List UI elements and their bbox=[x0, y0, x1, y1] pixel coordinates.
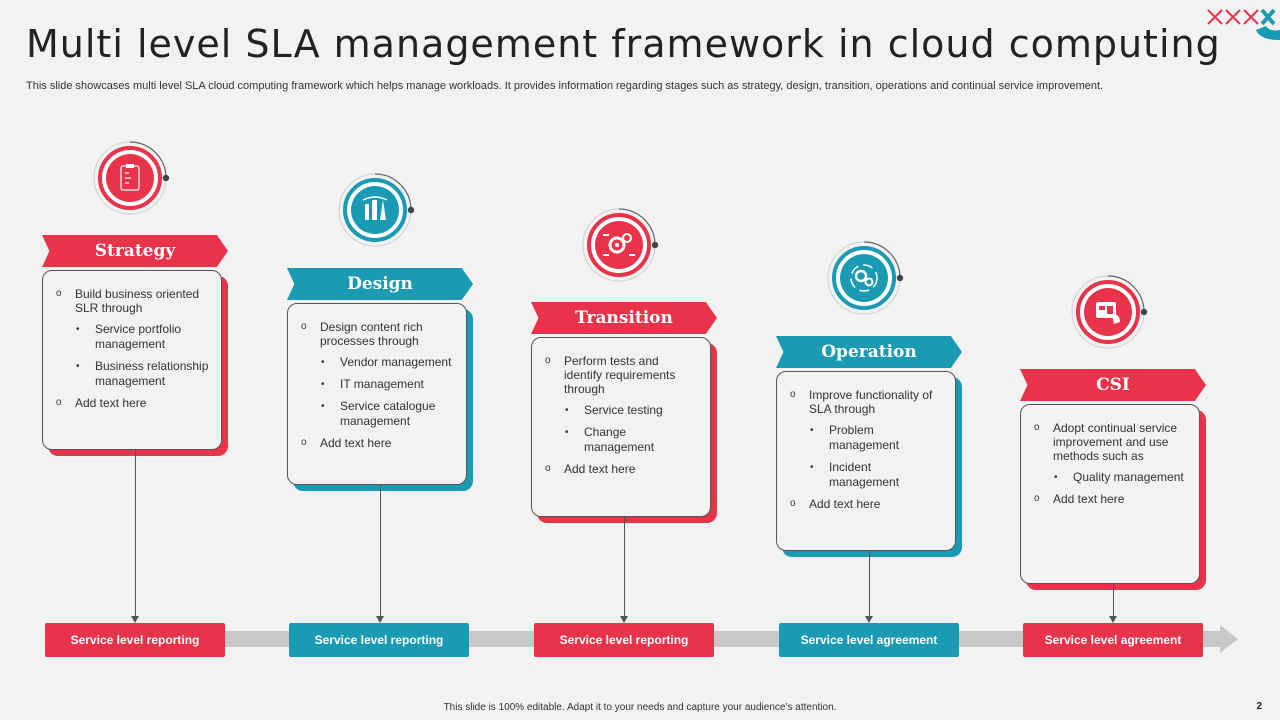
card-list-item: Improve functionality of SLA through bbox=[777, 388, 943, 416]
card-list-item: Add text here bbox=[288, 436, 454, 450]
dashboard-hand-icon bbox=[1071, 275, 1148, 349]
card-list-item: Design content rich processes through bbox=[288, 320, 454, 348]
connector-arrowhead bbox=[376, 616, 384, 623]
connector-line bbox=[380, 485, 381, 617]
card-list-item: Add text here bbox=[532, 462, 698, 476]
stage-details-card: Build business oriented SLR throughServi… bbox=[42, 270, 222, 450]
stage-title-banner: Design bbox=[287, 268, 473, 300]
stage-details-card: Adopt continual service improvement and … bbox=[1020, 404, 1200, 584]
card-sub-list-item: Service testing bbox=[532, 403, 698, 418]
stage-icon-badge bbox=[581, 203, 665, 287]
clipboard-icon bbox=[93, 141, 170, 215]
card-list-item: Adopt continual service improvement and … bbox=[1021, 421, 1187, 463]
connector-arrowhead bbox=[1109, 616, 1117, 623]
design-tools-icon bbox=[338, 173, 415, 247]
page-subtitle: This slide showcases multi level SLA clo… bbox=[26, 80, 1104, 92]
page-number: 2 bbox=[1256, 701, 1262, 712]
service-level-label: Service level reporting bbox=[289, 623, 469, 657]
connector-line bbox=[1113, 584, 1114, 617]
stage-details-card: Design content rich processes throughVen… bbox=[287, 303, 467, 485]
card-sub-list-item: Business relationship management bbox=[43, 359, 209, 389]
stage-details-card: Improve functionality of SLA throughProb… bbox=[776, 371, 956, 551]
card-sub-list-item: IT management bbox=[288, 377, 454, 392]
stage-icon-badge bbox=[826, 236, 910, 320]
stage-title-banner: CSI bbox=[1020, 369, 1206, 401]
connector-arrowhead bbox=[131, 616, 139, 623]
connector-arrowhead bbox=[865, 616, 873, 623]
stage-title-banner: Transition bbox=[531, 302, 717, 334]
page-title: Multi level SLA management framework in … bbox=[26, 22, 1221, 66]
stage-details-card: Perform tests and identify requirements … bbox=[531, 337, 711, 517]
service-level-label: Service level reporting bbox=[534, 623, 714, 657]
timeline-arrowhead bbox=[1220, 625, 1238, 653]
stage-icon-badge bbox=[92, 136, 176, 220]
card-sub-list-item: Quality management bbox=[1021, 470, 1187, 485]
card-list-item: Add text here bbox=[777, 497, 943, 511]
card-list-item: Perform tests and identify requirements … bbox=[532, 354, 698, 396]
connector-arrowhead bbox=[620, 616, 628, 623]
footer-note: This slide is 100% editable. Adapt it to… bbox=[443, 702, 837, 713]
stage-title-banner: Strategy bbox=[42, 235, 228, 267]
cycle-gears-icon bbox=[827, 241, 904, 315]
card-sub-list-item: Change management bbox=[532, 425, 698, 455]
stage-title-banner: Operation bbox=[776, 336, 962, 368]
card-list-item: Add text here bbox=[43, 396, 209, 410]
card-sub-list-item: Incident management bbox=[777, 460, 943, 490]
connector-line bbox=[869, 551, 870, 617]
connector-line bbox=[135, 450, 136, 617]
decorative-x-pattern-icon bbox=[1207, 0, 1280, 40]
card-sub-list-item: Problem management bbox=[777, 423, 943, 453]
card-sub-list-item: Service catalogue management bbox=[288, 399, 454, 429]
stage-icon-badge bbox=[1070, 270, 1154, 354]
card-list-item: Build business oriented SLR through bbox=[43, 287, 209, 315]
card-list-item: Add text here bbox=[1021, 492, 1187, 506]
stage-icon-badge bbox=[337, 168, 421, 252]
connector-line bbox=[624, 517, 625, 617]
card-sub-list-item: Vendor management bbox=[288, 355, 454, 370]
card-sub-list-item: Service portfolio management bbox=[43, 322, 209, 352]
service-level-label: Service level agreement bbox=[1023, 623, 1203, 657]
service-level-label: Service level reporting bbox=[45, 623, 225, 657]
gears-arrows-icon bbox=[582, 208, 659, 282]
service-level-label: Service level agreement bbox=[779, 623, 959, 657]
